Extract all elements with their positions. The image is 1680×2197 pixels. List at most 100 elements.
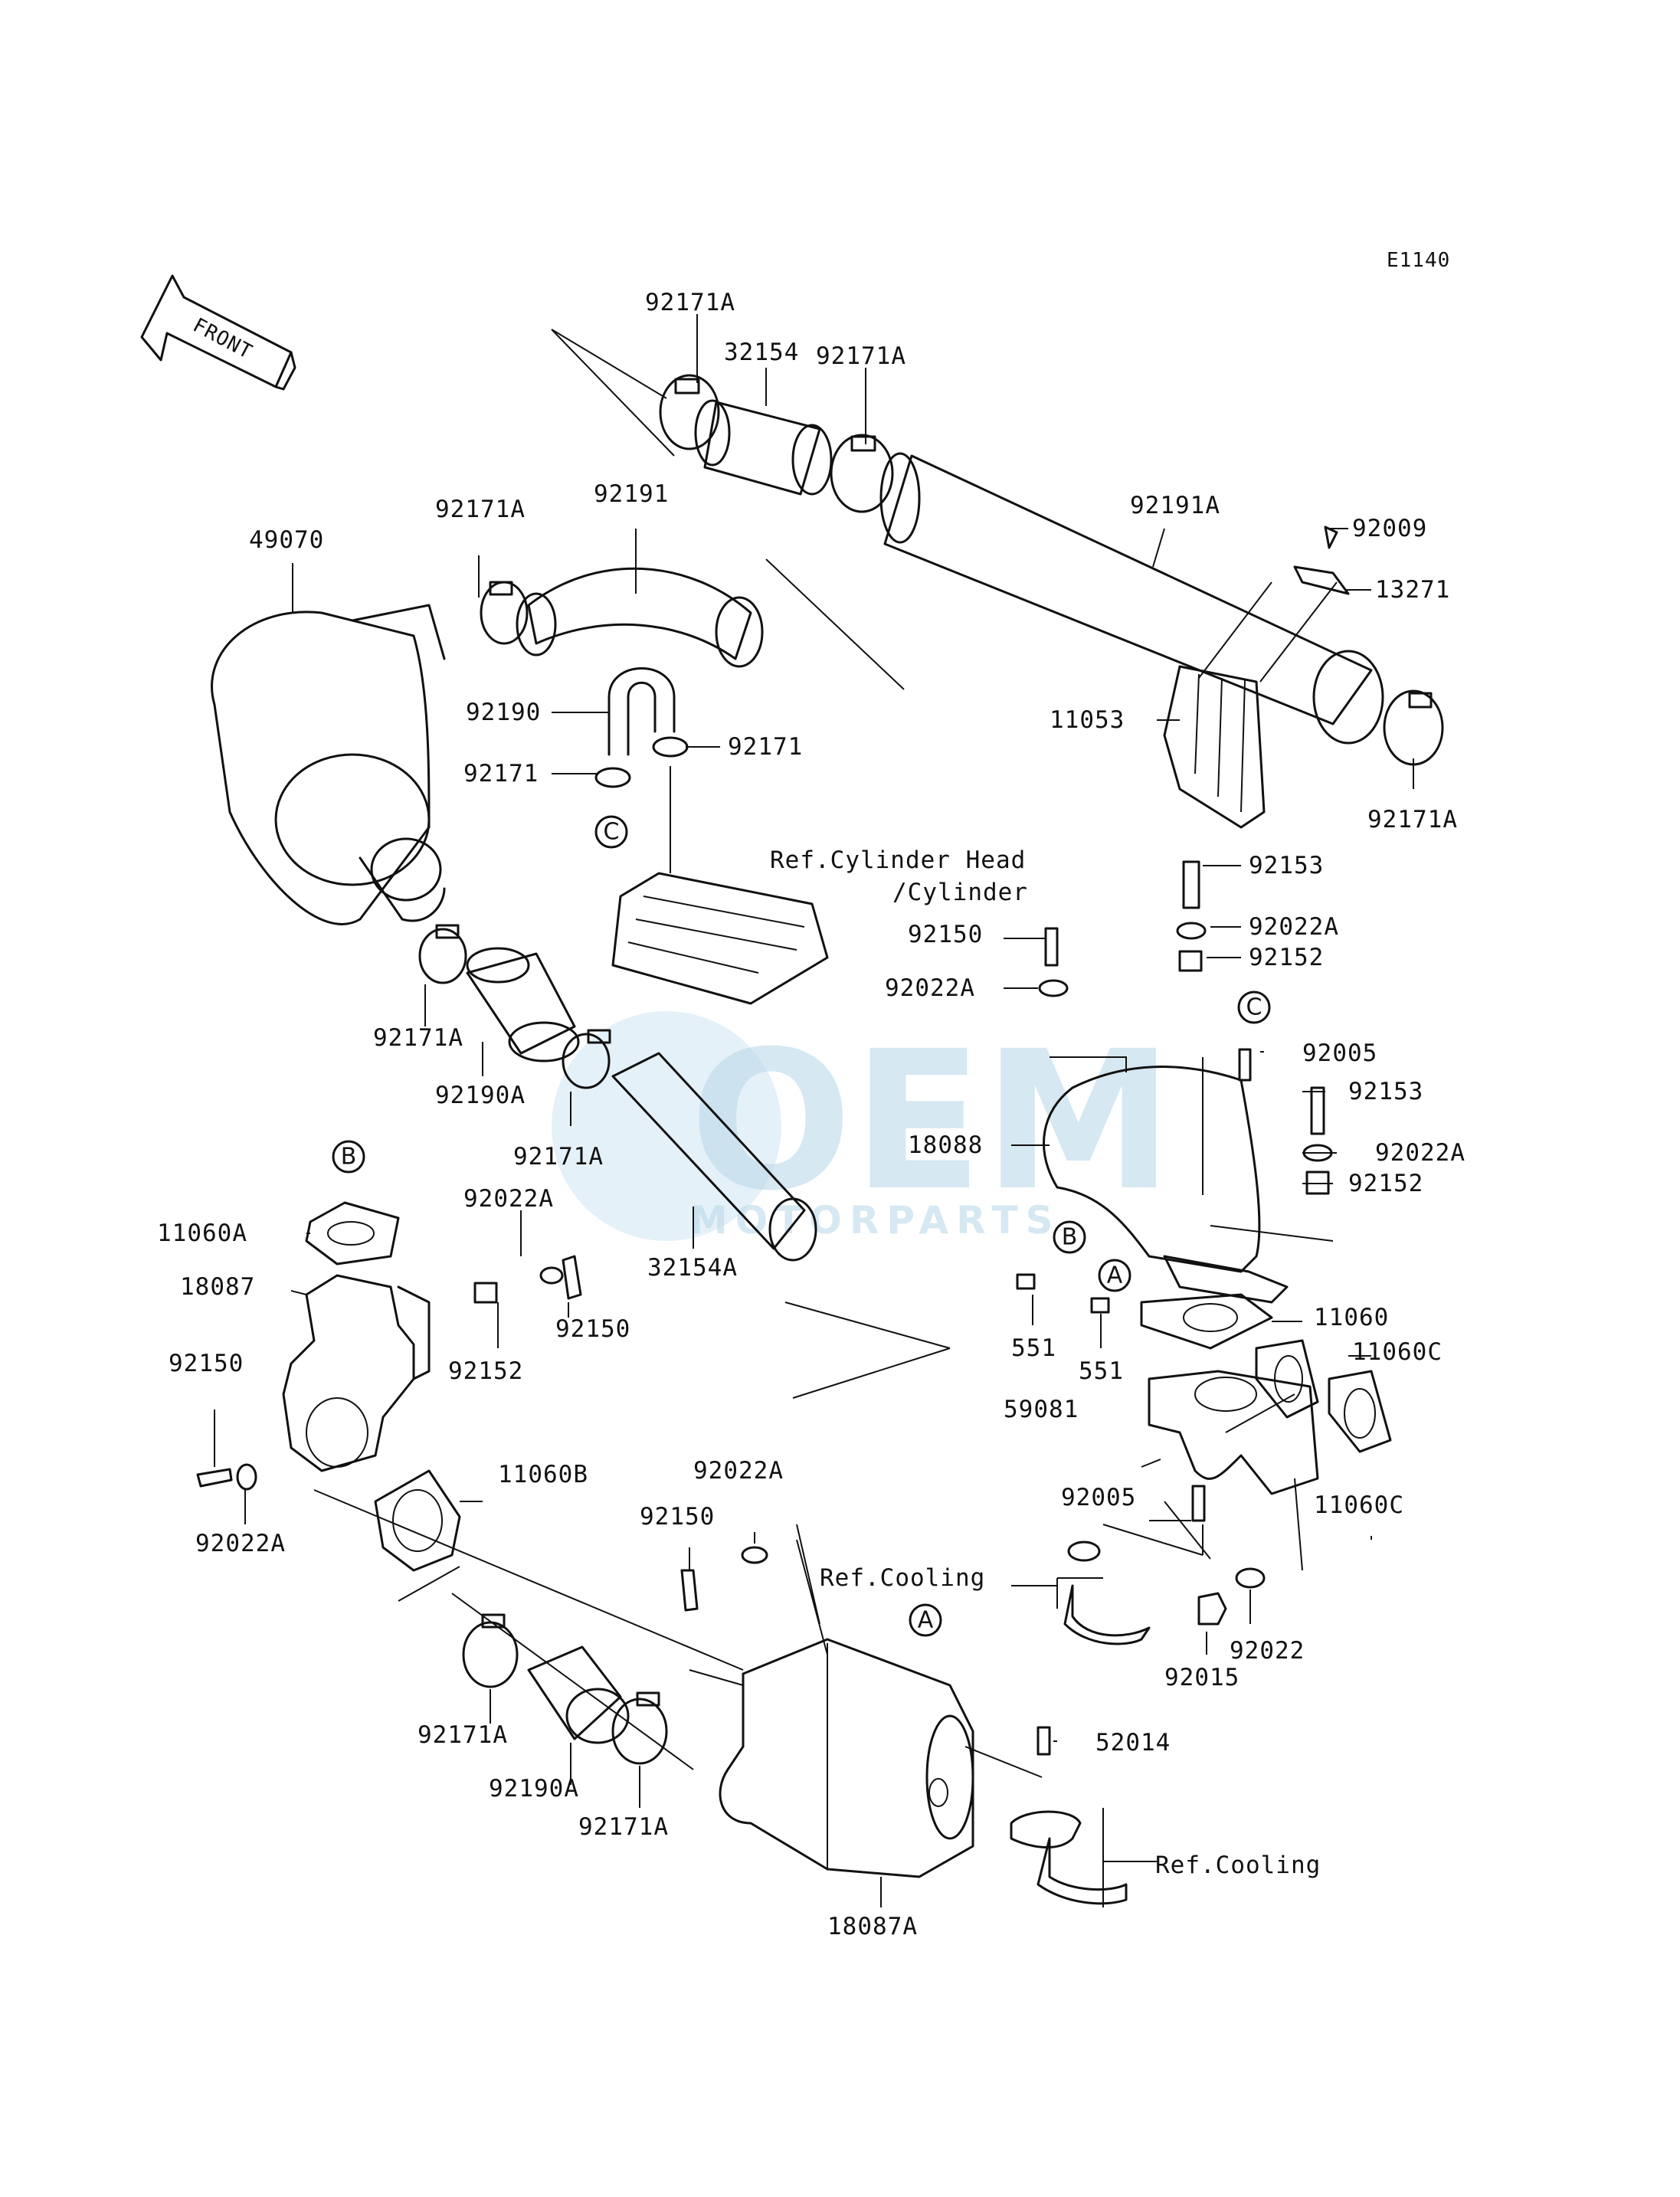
gasket-11060a bbox=[305, 1201, 400, 1265]
collar-92152-a bbox=[1178, 950, 1203, 972]
hose-92191 bbox=[516, 567, 764, 668]
label-92022a-a: 92022A bbox=[1249, 913, 1339, 941]
label-92022a-c: 92022A bbox=[1375, 1139, 1465, 1167]
label-ref-cylinder: /Cylinder bbox=[892, 879, 1028, 906]
label-32154a: 32154A bbox=[647, 1254, 738, 1282]
dowel-551-b bbox=[1090, 1297, 1110, 1314]
bolt-92009 bbox=[1324, 526, 1338, 549]
label-92005-a: 92005 bbox=[1302, 1040, 1377, 1067]
label-13271: 13271 bbox=[1375, 576, 1450, 604]
pipe-32154a bbox=[611, 1052, 817, 1262]
expansion-chamber-18087a bbox=[719, 1638, 974, 1878]
svg-text:C: C bbox=[1246, 994, 1262, 1021]
label-92150-a: 92150 bbox=[908, 921, 983, 948]
label-ref-cooling-1: Ref.Cooling bbox=[820, 1564, 985, 1592]
bolt-92153-a bbox=[1182, 860, 1200, 909]
label-92171a-top2: 92171A bbox=[816, 342, 906, 370]
label-52014: 52014 bbox=[1095, 1729, 1171, 1757]
svg-text:C: C bbox=[604, 819, 620, 846]
callout-a-bottom: A bbox=[909, 1603, 942, 1637]
svg-text:A: A bbox=[1107, 1262, 1123, 1289]
washer-92022 bbox=[1235, 1567, 1266, 1589]
label-92022a-e: 92022A bbox=[195, 1530, 286, 1557]
label-92171a-mid2: 92171A bbox=[513, 1143, 604, 1171]
label-92191: 92191 bbox=[594, 480, 669, 508]
clamp-92171a-top bbox=[659, 374, 720, 450]
watermark: OEM MOTORPARTS bbox=[552, 1010, 1174, 1243]
label-49070: 49070 bbox=[249, 526, 324, 554]
front-arrow-icon: FRONT bbox=[140, 274, 296, 391]
label-11053: 11053 bbox=[1050, 706, 1125, 734]
part-labels: 92171A 32154 92171A 92191 92171A 49070 9… bbox=[157, 289, 1465, 1940]
cooling-hose-2 bbox=[1010, 1810, 1128, 1905]
label-92190: 92190 bbox=[466, 699, 541, 726]
callout-b-right: B bbox=[1053, 1220, 1086, 1254]
label-92153-a: 92153 bbox=[1249, 852, 1324, 879]
clamp-92171-r bbox=[652, 736, 689, 758]
label-32154: 32154 bbox=[724, 339, 799, 366]
clamp-92171a-bl bbox=[462, 1613, 519, 1688]
hose-92190 bbox=[607, 667, 676, 756]
cooling-hose-1 bbox=[1063, 1541, 1151, 1645]
clamp-92171a-b2 bbox=[611, 1691, 668, 1765]
washer-92022a-d bbox=[539, 1266, 564, 1285]
bolt-92153-b bbox=[1310, 1086, 1325, 1135]
label-92191a: 92191A bbox=[1130, 492, 1220, 519]
washer-92022a-f bbox=[741, 1546, 768, 1564]
label-ref-cooling-2: Ref.Cooling bbox=[1155, 1852, 1321, 1879]
svg-text:B: B bbox=[341, 1144, 357, 1171]
label-92022a-d: 92022A bbox=[463, 1185, 554, 1213]
label-551-b: 551 bbox=[1079, 1357, 1124, 1385]
manifold-59081 bbox=[1148, 1370, 1319, 1495]
label-11060c-b: 11060C bbox=[1314, 1491, 1404, 1519]
washer-92022a-a bbox=[1176, 922, 1207, 940]
label-11060a: 11060A bbox=[157, 1220, 247, 1247]
label-92190a-mid: 92190A bbox=[435, 1082, 526, 1109]
washer-92022a-b bbox=[1038, 979, 1069, 997]
cylinder-head-ref bbox=[611, 872, 829, 1005]
label-92153-b: 92153 bbox=[1348, 1078, 1423, 1105]
collar-92152-c bbox=[473, 1282, 498, 1304]
label-59081: 59081 bbox=[1004, 1396, 1079, 1423]
svg-text:A: A bbox=[918, 1607, 934, 1634]
diagram-code: E1140 bbox=[1387, 249, 1450, 272]
label-92171a-top: 92171A bbox=[645, 289, 735, 316]
bolt-92150-d bbox=[680, 1569, 699, 1612]
label-11060c-a: 11060C bbox=[1352, 1338, 1443, 1366]
label-551-a: 551 bbox=[1011, 1334, 1056, 1362]
label-92171a-bl: 92171A bbox=[418, 1721, 508, 1749]
gasket-11060c-a bbox=[1255, 1339, 1319, 1419]
label-92015: 92015 bbox=[1164, 1664, 1240, 1691]
clamp-92171a-top2 bbox=[830, 434, 894, 513]
label-92171-l: 92171 bbox=[463, 760, 539, 787]
label-92152-c: 92152 bbox=[448, 1357, 523, 1385]
bracket-11053 bbox=[1163, 665, 1266, 829]
fitting-52014 bbox=[1036, 1726, 1051, 1756]
callout-c-top: C bbox=[594, 815, 628, 849]
watermark-brand: OEM bbox=[689, 1010, 1174, 1233]
label-92009: 92009 bbox=[1352, 515, 1427, 542]
svg-text:B: B bbox=[1062, 1224, 1078, 1251]
fitting-92005-a bbox=[1238, 1048, 1252, 1082]
label-18087: 18087 bbox=[180, 1273, 255, 1301]
label-92005-b: 92005 bbox=[1061, 1484, 1136, 1511]
label-ref-cylinder-head: Ref.Cylinder Head bbox=[770, 846, 1026, 874]
gasket-11060 bbox=[1140, 1293, 1273, 1350]
gasket-11060b bbox=[374, 1469, 461, 1572]
dowel-551-a bbox=[1016, 1273, 1036, 1290]
plug-92015 bbox=[1197, 1592, 1227, 1626]
sleeve-92190a-b bbox=[527, 1645, 630, 1744]
leader-lines bbox=[214, 314, 1414, 1907]
label-92171a-right: 92171A bbox=[1367, 806, 1458, 833]
label-92152-a: 92152 bbox=[1249, 944, 1324, 971]
label-18088: 18088 bbox=[908, 1131, 983, 1159]
callout-a-right: A bbox=[1098, 1259, 1131, 1292]
label-92022a-b: 92022A bbox=[885, 974, 975, 1002]
manifold-18088 bbox=[1043, 1066, 1289, 1304]
label-92150-d: 92150 bbox=[640, 1503, 715, 1531]
label-92190a-b: 92190A bbox=[489, 1775, 579, 1802]
clamp-92171a-left bbox=[480, 581, 529, 645]
washer-92022a-e bbox=[236, 1463, 257, 1491]
